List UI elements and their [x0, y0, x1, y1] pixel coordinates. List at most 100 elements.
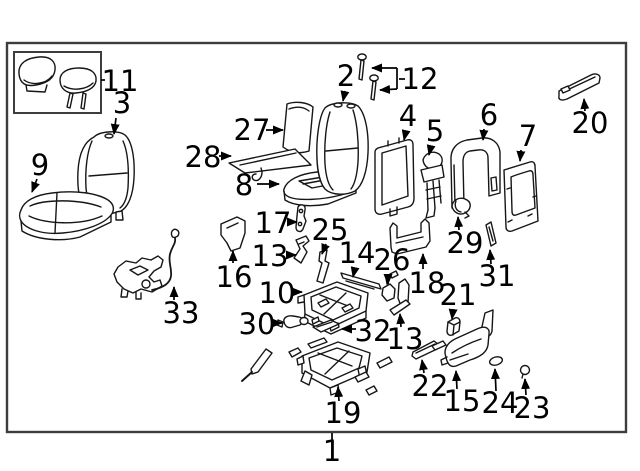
- callout-18[interactable]: 18: [409, 253, 446, 300]
- callout-number: 25: [312, 213, 349, 247]
- callout-5[interactable]: 5: [426, 114, 444, 156]
- callout-27[interactable]: 27: [234, 113, 284, 147]
- callout-number: 1: [323, 434, 341, 468]
- callout-12[interactable]: 12: [371, 62, 438, 96]
- callout-15[interactable]: 15: [444, 370, 481, 418]
- callout-number: 14: [339, 236, 376, 270]
- part-bracket-17: [295, 204, 307, 233]
- callout-number: 7: [519, 119, 537, 153]
- callout-number: 8: [235, 168, 253, 202]
- callout-arrow: [426, 144, 436, 156]
- callout-arrow: [454, 216, 464, 231]
- part-cover-29: [451, 197, 471, 219]
- callout-number: 2: [337, 59, 355, 93]
- callout-7[interactable]: 7: [516, 119, 537, 162]
- part-adjuster-frame-10: [297, 281, 369, 335]
- callout-arrow: [31, 178, 40, 193]
- callout-26[interactable]: 26: [374, 243, 411, 285]
- callout-29[interactable]: 29: [447, 216, 484, 260]
- callout-11[interactable]: 11: [101, 64, 138, 98]
- callout-number: 29: [447, 226, 484, 260]
- callout-2[interactable]: 2: [337, 59, 355, 102]
- part-riser-frame-19: [296, 341, 371, 396]
- callout-9[interactable]: 9: [31, 148, 49, 193]
- part-seat-cushion-9: [18, 191, 115, 241]
- callout-number: 31: [479, 259, 516, 293]
- callout-arrow: [580, 98, 590, 112]
- callout-number: 10: [259, 276, 296, 310]
- callout-arrow: [401, 129, 411, 141]
- part-bolts-12: [357, 53, 379, 101]
- callout-number: 9: [31, 148, 49, 182]
- callout-17[interactable]: 17: [255, 206, 298, 240]
- part-back-panel-27: [282, 101, 314, 154]
- callout-3[interactable]: 3: [110, 86, 131, 135]
- part-knob-23: [519, 364, 531, 379]
- callout-19[interactable]: 19: [325, 386, 362, 430]
- callout-arrow: [516, 149, 526, 162]
- part-seatback-frame-4: [374, 137, 415, 217]
- callout-number: 33: [163, 296, 200, 330]
- part-handle-lever: [241, 348, 273, 382]
- callout-13[interactable]: 13: [387, 313, 424, 356]
- callout-4[interactable]: 4: [399, 99, 417, 141]
- callout-31[interactable]: 31: [479, 249, 516, 293]
- callout-32[interactable]: 32: [341, 314, 391, 348]
- callout-25[interactable]: 25: [312, 213, 349, 255]
- callout-arrow: [340, 90, 350, 102]
- part-lever-25: [316, 249, 330, 284]
- callout-number: 5: [426, 114, 444, 148]
- part-bracket-13a: [293, 235, 310, 264]
- part-side-trim-16: [220, 216, 246, 252]
- diagram-border: [5, 41, 628, 434]
- part-back-board-7: [503, 161, 539, 232]
- callout-number: 13: [387, 322, 424, 356]
- part-cap-24: [488, 356, 504, 366]
- callout-arrow: [350, 266, 360, 278]
- part-misc-hardware: [288, 270, 447, 396]
- callout-arrow: [110, 117, 120, 135]
- callout-arrow: [486, 249, 496, 265]
- callout-number: 6: [480, 98, 498, 132]
- callout-10[interactable]: 10: [259, 276, 303, 310]
- callout-33[interactable]: 33: [163, 286, 200, 330]
- callout-number: 16: [216, 260, 253, 294]
- callout-30[interactable]: 30: [239, 307, 283, 341]
- callout-16[interactable]: 16: [216, 250, 253, 294]
- callout-arrow: [521, 378, 531, 396]
- part-channel-bracket-18: [389, 218, 431, 255]
- callout-13[interactable]: 13: [252, 239, 297, 273]
- callout-number: 27: [234, 113, 271, 147]
- callout-arrow: [334, 386, 344, 402]
- callout-arrow: [452, 370, 462, 390]
- callout-arrow: [490, 368, 500, 392]
- callout-arrow: [448, 308, 458, 320]
- part-strip-31: [485, 221, 497, 247]
- callout-number: 4: [399, 99, 417, 133]
- callout-22[interactable]: 22: [412, 359, 449, 403]
- callout-number: 22: [412, 369, 449, 403]
- headrest-inset-box: [13, 51, 102, 114]
- callout-number: 18: [409, 266, 446, 300]
- part-bracket-13b: [389, 278, 411, 316]
- callout-arrow: [419, 359, 428, 374]
- callout-24[interactable]: 24: [482, 368, 519, 420]
- callout-28[interactable]: 28: [185, 140, 232, 174]
- callout-number: 15: [444, 384, 481, 418]
- callout-8[interactable]: 8: [235, 168, 280, 202]
- part-track-cover-20: [558, 73, 601, 101]
- callout-23[interactable]: 23: [514, 378, 551, 425]
- callout-6[interactable]: 6: [479, 98, 498, 141]
- part-wedge-32: [312, 319, 340, 333]
- callout-21[interactable]: 21: [440, 278, 477, 320]
- callout-number: 23: [514, 391, 551, 425]
- callout-arrow: [379, 84, 398, 94]
- part-block-21: [446, 317, 461, 336]
- callout-1[interactable]: 1: [323, 433, 341, 468]
- callout-14[interactable]: 14: [339, 236, 376, 278]
- callout-20[interactable]: 20: [572, 98, 609, 140]
- callout-number: 11: [102, 64, 139, 98]
- callout-arrow: [396, 313, 406, 328]
- callout-arrow: [479, 128, 489, 141]
